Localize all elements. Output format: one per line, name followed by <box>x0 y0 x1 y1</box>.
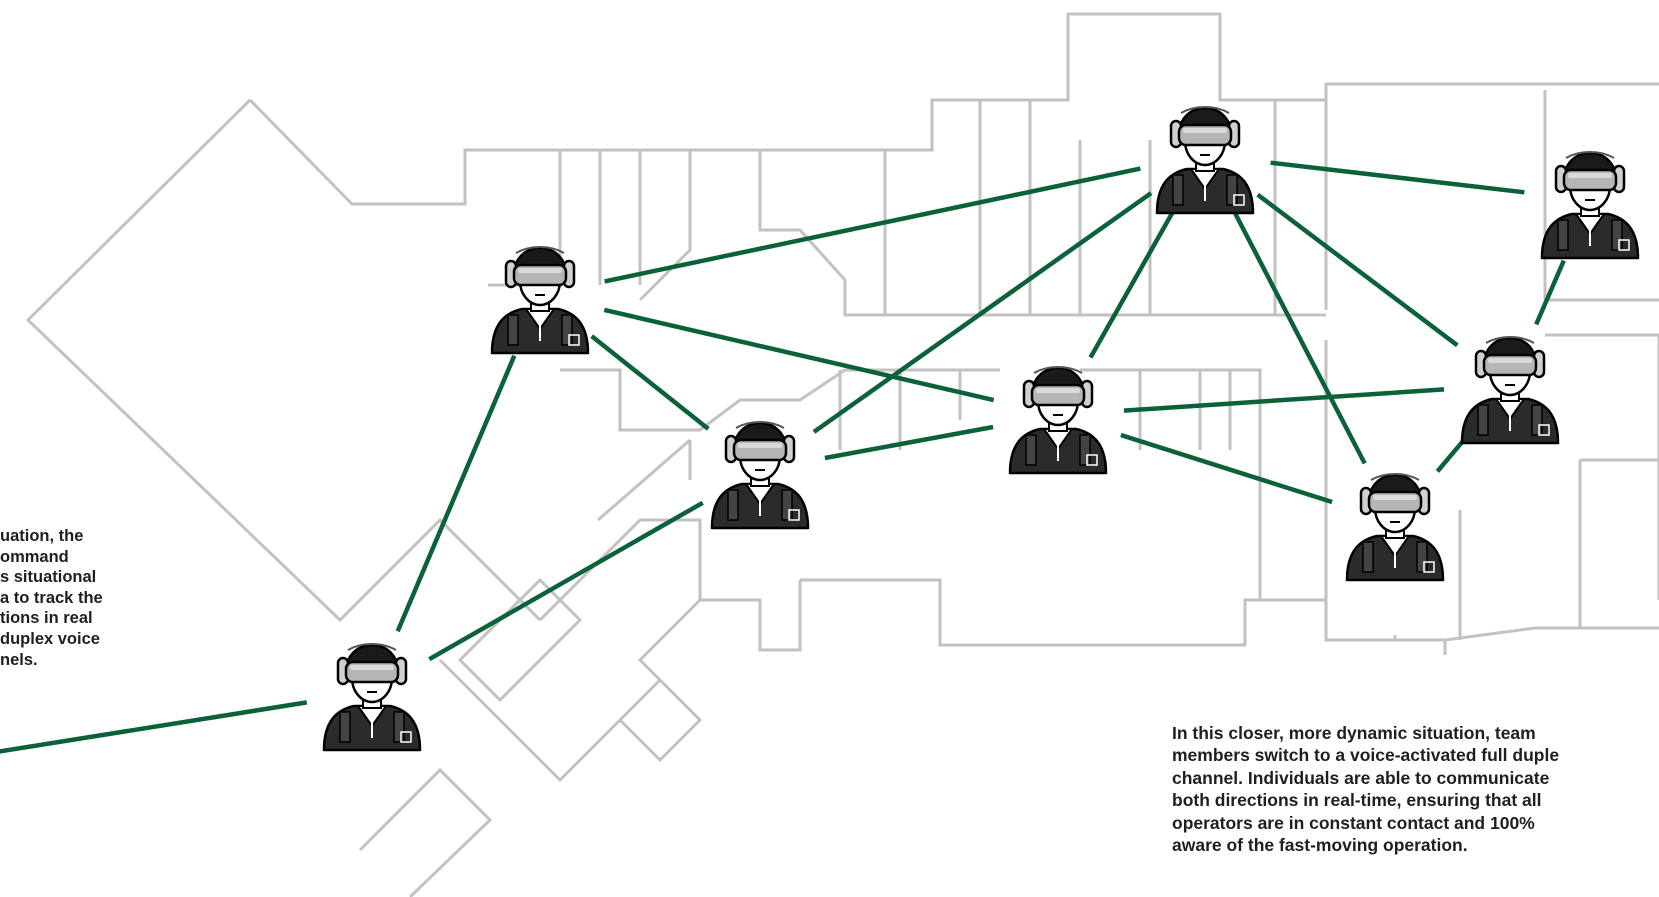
link-op-center-to-op-bottom-right <box>1120 432 1333 505</box>
link-op-left-upper-to-op-center-left <box>590 334 710 431</box>
link-op-left-upper-to-op-center <box>603 307 995 403</box>
link-op-center-to-op-right <box>1123 387 1445 413</box>
op-top-center-tactical-operator-icon <box>1155 105 1255 215</box>
op-right-tactical-operator-icon <box>1460 335 1560 445</box>
link-op-left-upper-to-op-bottom-left <box>395 354 517 633</box>
link-op-top-center-to-op-top-right <box>1270 160 1525 195</box>
link-op-top-right-to-op-right <box>1534 259 1566 326</box>
op-bottom-right-tactical-operator-icon <box>1345 472 1445 582</box>
link-op-top-center-to-op-center <box>1088 211 1175 359</box>
op-center-tactical-operator-icon <box>1008 365 1108 475</box>
link-op-top-center-to-op-bottom-right <box>1233 212 1367 465</box>
op-center-left-tactical-operator-icon <box>710 420 810 530</box>
link-op-center-left-to-op-bottom-left <box>428 500 704 662</box>
link-op-left-upper-to-op-top-center <box>604 166 1141 284</box>
op-left-upper-tactical-operator-icon <box>490 245 590 355</box>
caption-left: uation, the ommand s situational a to tr… <box>0 527 103 669</box>
link-op-center-to-op-center-left <box>824 424 994 461</box>
link-op-top-center-to-op-center-left <box>812 191 1153 434</box>
op-top-right-tactical-operator-icon <box>1540 150 1640 260</box>
caption-right: In this closer, more dynamic situation, … <box>1172 723 1560 856</box>
link-op-top-center-to-op-right <box>1256 192 1459 348</box>
op-bottom-left-tactical-operator-icon <box>322 642 422 752</box>
link-op-bottom-left-to-off-left <box>0 700 308 754</box>
links-layer <box>0 160 1566 754</box>
